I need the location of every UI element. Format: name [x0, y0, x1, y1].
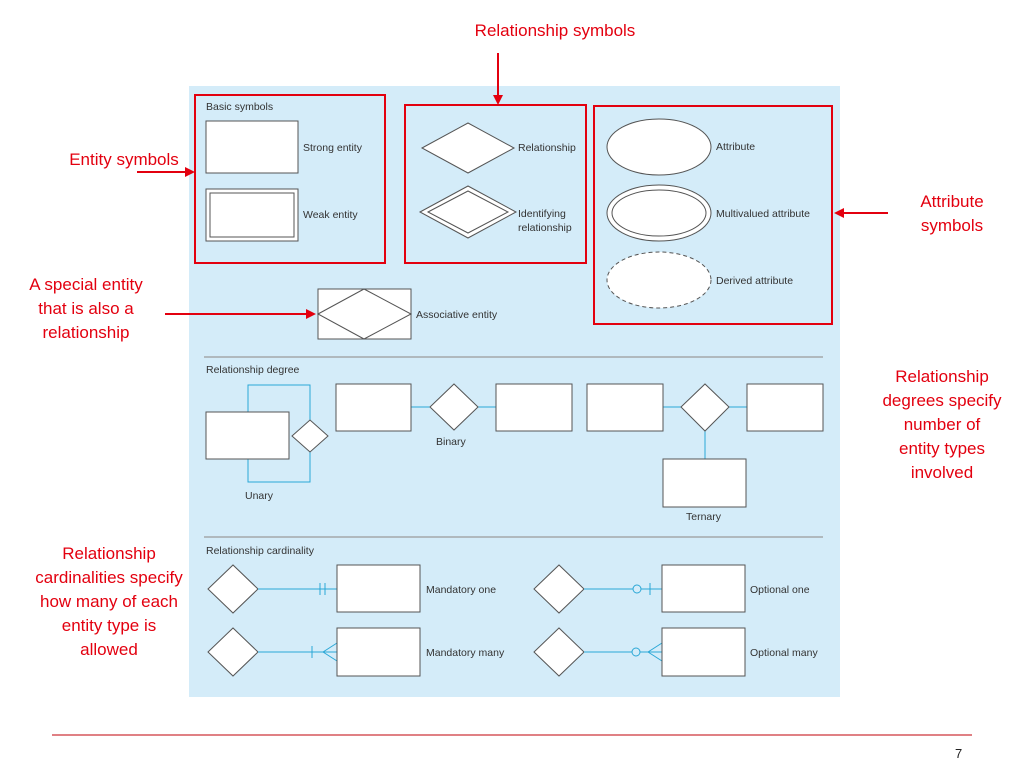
relationship-cardinality-heading: Relationship cardinality — [206, 545, 315, 557]
ternary-entity-left — [586, 383, 664, 432]
binary-entity-left — [335, 383, 412, 432]
degree-note-2: degrees specify — [882, 391, 1002, 410]
optional-one-entity — [661, 564, 746, 613]
mandatory-many-label: Mandatory many — [426, 647, 505, 659]
associative-entity-shape — [317, 288, 412, 340]
identifying-relationship-label-2: relationship — [518, 222, 572, 234]
cardinality-note-4: entity type is — [62, 616, 157, 635]
ternary-entity-right — [746, 383, 824, 432]
multivalued-attribute-ellipse — [606, 184, 712, 242]
identifying-relationship-diamond — [418, 185, 518, 239]
attribute-symbols-annotation-1: Attribute — [920, 192, 983, 211]
degree-note-4: entity types — [899, 439, 985, 458]
page-number: 7 — [955, 746, 962, 761]
identifying-relationship-label-1: Identifying — [518, 208, 566, 220]
binary-label: Binary — [436, 436, 467, 448]
mandatory-many-entity — [336, 627, 421, 677]
ternary-entity-bottom — [662, 458, 747, 508]
basic-symbols-heading: Basic symbols — [206, 101, 273, 113]
degree-note-3: number of — [904, 415, 981, 434]
multivalued-attribute-label: Multivalued attribute — [716, 208, 810, 220]
weak-entity-shape — [205, 188, 299, 242]
optional-many-label: Optional many — [750, 647, 818, 659]
strong-entity-shape — [205, 120, 299, 174]
derived-attribute-ellipse — [606, 251, 712, 309]
cardinality-note-1: Relationship — [62, 544, 156, 563]
attribute-ellipse — [606, 118, 712, 176]
cardinality-note-3: how many of each — [40, 592, 178, 611]
unary-connector — [247, 384, 311, 420]
associative-note-2: that is also a — [38, 299, 134, 318]
unary-relationship-diamond — [291, 419, 329, 453]
unary-entity — [205, 411, 290, 460]
cardinality-note-5: allowed — [80, 640, 138, 659]
relationship-degree-heading: Relationship degree — [206, 364, 300, 376]
associative-entity-label: Associative entity — [416, 309, 498, 321]
entity-symbols-highlight — [194, 94, 386, 264]
binary-entity-right — [495, 383, 573, 432]
relationship-symbols-highlight — [404, 104, 587, 264]
optional-many-entity — [661, 627, 746, 677]
degree-note-5: involved — [911, 463, 973, 482]
optional-one-label: Optional one — [750, 584, 810, 596]
mandatory-one-label: Mandatory one — [426, 584, 496, 596]
attribute-symbols-annotation-2: symbols — [921, 216, 983, 235]
relationship-label: Relationship — [518, 142, 576, 154]
unary-label: Unary — [245, 490, 274, 502]
entity-symbols-annotation: Entity symbols — [69, 150, 179, 169]
associative-note-3: relationship — [43, 323, 130, 342]
associative-note-1: A special entity — [29, 275, 143, 294]
ternary-relationship-diamond — [680, 383, 730, 432]
weak-entity-label: Weak entity — [303, 209, 358, 221]
derived-attribute-label: Derived attribute — [716, 275, 793, 287]
relationship-symbols-annotation: Relationship symbols — [475, 21, 636, 40]
degree-note-1: Relationship — [895, 367, 989, 386]
strong-entity-label: Strong entity — [303, 142, 363, 154]
binary-relationship-diamond — [429, 383, 479, 431]
mandatory-one-entity — [336, 564, 421, 613]
relationship-diamond — [420, 122, 516, 174]
attribute-label: Attribute — [716, 141, 755, 153]
cardinality-note-2: cardinalities specify — [35, 568, 183, 587]
attribute-symbols-highlight — [593, 105, 833, 325]
ternary-label: Ternary — [686, 511, 722, 523]
